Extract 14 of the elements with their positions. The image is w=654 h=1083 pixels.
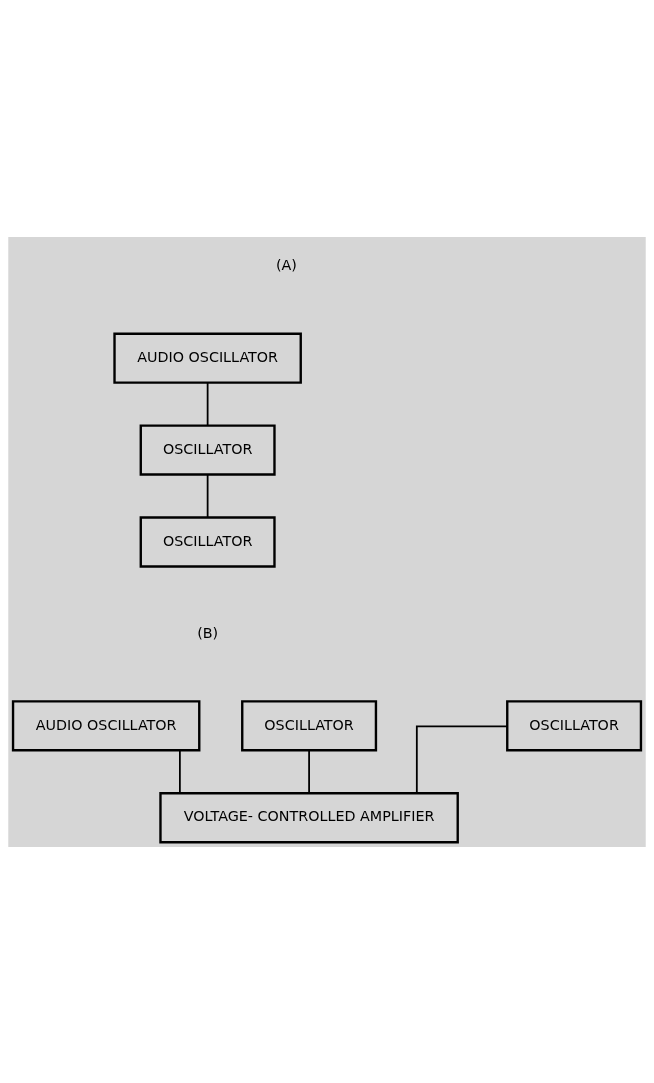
node-box: VOLTAGE- CONTROLLED AMPLIFIER [159, 791, 459, 843]
node-box: OSCILLATOR [139, 515, 276, 568]
connector [206, 473, 209, 518]
connector [178, 749, 181, 794]
node-box: OSCILLATOR [139, 423, 276, 476]
node-box: AUDIO OSCILLATOR [113, 332, 302, 384]
node-box: OSCILLATOR [241, 699, 378, 751]
node-box: OSCILLATOR [506, 699, 643, 751]
connector [415, 725, 508, 794]
connector [308, 749, 310, 794]
node-box: AUDIO OSCILLATOR [11, 699, 201, 751]
label: (A) [275, 256, 297, 273]
connector [206, 381, 209, 426]
label: (B) [197, 624, 219, 641]
